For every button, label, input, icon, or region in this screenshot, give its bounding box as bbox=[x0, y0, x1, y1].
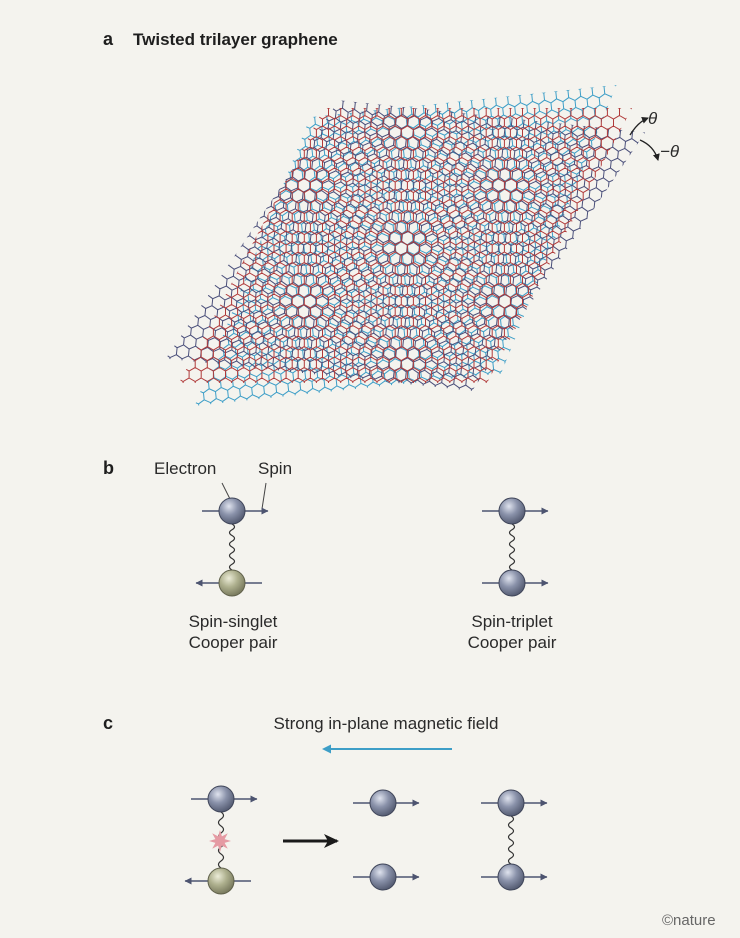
electron-spin-down bbox=[184, 867, 251, 895]
electron-spin-up bbox=[482, 497, 549, 525]
trilayer-graphene-lattice bbox=[165, 85, 646, 406]
electron-spin-up bbox=[202, 497, 269, 525]
bot-hex-grid bbox=[165, 85, 646, 406]
triplet-label-line1: Spin-triplet bbox=[471, 612, 553, 631]
singlet-label-line2: Cooper pair bbox=[189, 633, 278, 652]
pair-breaking-burst bbox=[209, 830, 231, 852]
neg-theta-label: −θ bbox=[660, 142, 680, 161]
spin-pointer-line bbox=[261, 482, 267, 510]
electron-spin-up bbox=[481, 789, 548, 817]
pairing-bond bbox=[507, 815, 515, 865]
electron-sphere bbox=[497, 863, 525, 891]
triplet-label-line2: Cooper pair bbox=[468, 633, 557, 652]
electron-spin-up bbox=[191, 785, 258, 813]
electron-sphere bbox=[369, 863, 397, 891]
triplet-pair-formed bbox=[481, 789, 548, 891]
panel-a-letter: a bbox=[103, 29, 114, 49]
electron-sphere bbox=[497, 789, 525, 817]
mid-hex-grid bbox=[165, 85, 646, 406]
unpaired-electrons bbox=[353, 789, 420, 891]
electron-sphere bbox=[207, 867, 235, 895]
electron-spin-up bbox=[353, 863, 420, 891]
panel-a-title: Twisted trilayer graphene bbox=[133, 30, 338, 49]
electron-sphere bbox=[369, 789, 397, 817]
nature-credit: ©nature bbox=[662, 912, 716, 929]
pairing-bond bbox=[228, 523, 236, 571]
panel-c-letter: c bbox=[103, 713, 113, 733]
spin-singlet-pair bbox=[195, 497, 269, 597]
twist-angle-indicators: θ −θ bbox=[629, 109, 680, 161]
electron-sphere bbox=[218, 569, 246, 597]
bottom-layer bbox=[165, 85, 646, 406]
electron-sphere bbox=[218, 497, 246, 525]
electron-spin-up bbox=[353, 789, 420, 817]
pairing-bond bbox=[508, 523, 516, 571]
panel-b-letter: b bbox=[103, 458, 114, 478]
theta-label: θ bbox=[648, 109, 658, 128]
electron-label: Electron bbox=[154, 459, 216, 478]
theta-arrow bbox=[629, 116, 649, 136]
spin-label: Spin bbox=[258, 459, 292, 478]
singlet-label-line1: Spin-singlet bbox=[189, 612, 278, 631]
middle-layer bbox=[165, 85, 646, 406]
magnetic-field-label: Strong in-plane magnetic field bbox=[274, 714, 499, 733]
electron-sphere bbox=[498, 569, 526, 597]
electron-spin-down bbox=[195, 569, 262, 597]
spin-triplet-pair bbox=[482, 497, 549, 597]
neg-theta-arrow bbox=[639, 139, 660, 161]
electron-spin-up bbox=[481, 863, 548, 891]
electron-spin-up bbox=[482, 569, 549, 597]
electron-sphere bbox=[498, 497, 526, 525]
electron-pointer-line bbox=[221, 482, 231, 500]
electron-sphere bbox=[207, 785, 235, 813]
singlet-pair-breaking bbox=[184, 785, 258, 895]
